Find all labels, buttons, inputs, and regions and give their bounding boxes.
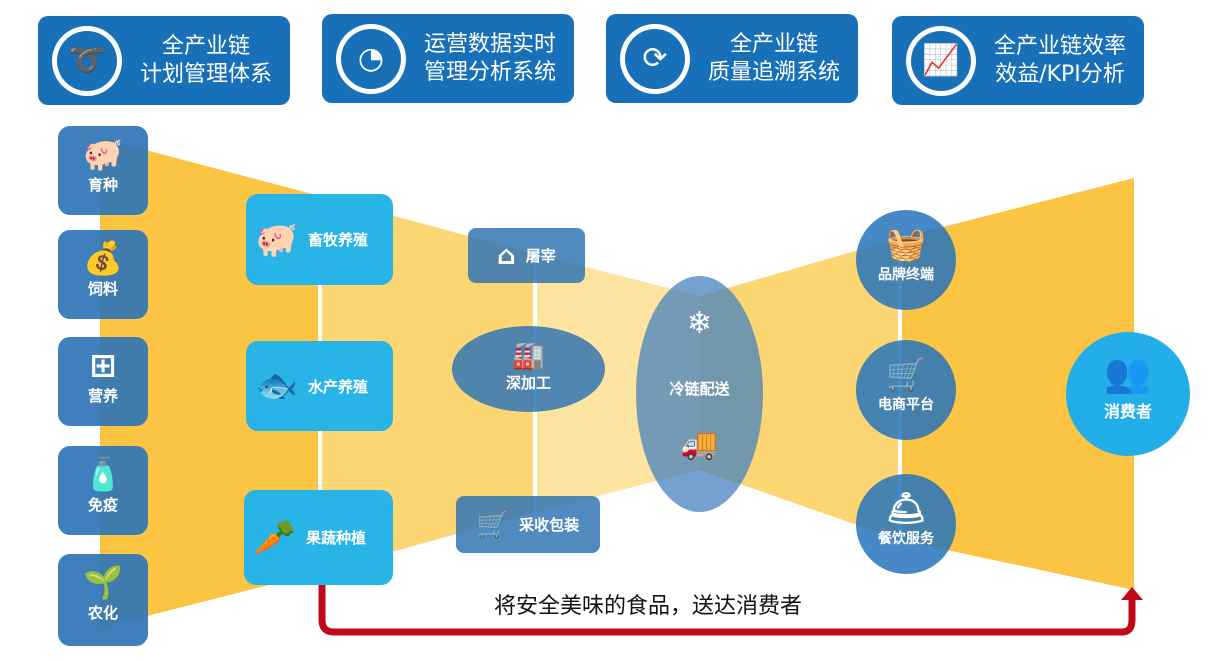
channel-ecommerce[interactable]: 🛒 电商平台 <box>856 340 956 440</box>
harvest-cart-icon: 🛒 <box>476 509 510 540</box>
panel-line1: 全产业链效率 <box>993 33 1126 59</box>
processing-label: 深加工 <box>505 374 551 392</box>
food-cloche-icon: 🛎 <box>885 489 927 527</box>
factory-icon: 🏭 <box>512 341 545 371</box>
production-label: 畜牧养殖 <box>308 231 369 249</box>
truck-icon: 🚚 <box>680 427 719 462</box>
pigs-icon: 🐖 <box>83 135 123 173</box>
vaccine-bottle-icon: 🧴 <box>83 455 123 493</box>
channel-label: 品牌终端 <box>878 267 934 283</box>
input-feed[interactable]: 💰 饲料 <box>58 230 148 319</box>
speedometer-icon: ◔ <box>341 28 401 89</box>
panel-line2: 质量追溯系统 <box>707 59 840 85</box>
production-label: 水产养殖 <box>308 377 369 396</box>
input-label: 农化 <box>87 604 118 622</box>
consumer-label: 消费者 <box>1103 402 1152 421</box>
panel-line2: 计划管理体系 <box>139 61 272 87</box>
input-agrochem[interactable]: 🌱 农化 <box>58 554 148 646</box>
fertilizer-bag-icon: 🌱 <box>83 563 123 601</box>
processing-slaughter[interactable]: ⌂ 屠宰 <box>468 228 585 283</box>
production-livestock[interactable]: 🐖 畜牧养殖 <box>246 194 393 285</box>
slaughterhouse-icon: ⌂ <box>497 240 516 271</box>
top-panel-ops[interactable]: ◔ 运营数据实时管理分析系统 <box>322 14 574 103</box>
channel-brand[interactable]: 🧺 品牌终端 <box>856 210 956 310</box>
fish-icon: 🐟 <box>255 366 299 406</box>
snowflake-icon: ❄ <box>686 306 713 341</box>
input-label: 免疫 <box>87 496 118 514</box>
top-panel-plan[interactable]: ➰ 全产业链计划管理体系 <box>38 16 290 105</box>
cycle-arrows-icon: ⟳ <box>625 28 685 89</box>
input-label: 营养 <box>87 387 118 405</box>
production-produce[interactable]: 🥕 果蔬种植 <box>244 490 393 585</box>
input-label: 育种 <box>87 176 118 194</box>
processing-label: 屠宰 <box>525 247 556 265</box>
input-immunity[interactable]: 🧴 免疫 <box>58 446 148 535</box>
top-panel-kpi[interactable]: 📈 全产业链效率效益/KPI分析 <box>892 16 1144 105</box>
consumer-circle[interactable]: 👥 消费者 <box>1066 332 1190 456</box>
chain-arrow-icon: ➰ <box>57 30 117 91</box>
input-label: 饲料 <box>87 280 118 298</box>
panel-line1: 运营数据实时 <box>423 31 556 57</box>
production-label: 果蔬种植 <box>306 529 367 547</box>
logistics-label: 冷链配送 <box>669 380 730 398</box>
channel-label: 餐饮服务 <box>878 531 934 547</box>
production-aquaculture[interactable]: 🐟 水产养殖 <box>246 341 393 431</box>
delivery-arrow <box>318 585 1136 636</box>
carrot-icon: 🥕 <box>253 517 297 558</box>
arrow-head <box>1121 587 1143 600</box>
processing-harvest[interactable]: 🛒 采收包装 <box>456 496 600 553</box>
nutrition-bottle-icon: ⊞ <box>89 346 117 384</box>
top-panel-trace[interactable]: ⟳ 全产业链质量追溯系统 <box>606 14 858 103</box>
funnel-band-production <box>320 196 535 572</box>
processing-label: 采收包装 <box>519 516 580 534</box>
basket-icon: 🧺 <box>886 225 926 263</box>
panel-line2: 管理分析系统 <box>423 59 556 85</box>
chart-monitor-icon: 📈 <box>911 30 971 91</box>
panel-line1: 全产业链 <box>729 31 818 57</box>
slogan-text: 将安全美味的食品，送达消费者 <box>494 594 803 619</box>
panel-line2: 效益/KPI分析 <box>995 61 1125 87</box>
panel-line1: 全产业链 <box>161 33 250 59</box>
channel-label: 电商平台 <box>878 397 934 413</box>
processing-deep[interactable]: 🏭 深加工 <box>452 326 605 412</box>
input-nutrition[interactable]: ⊞ 营养 <box>58 337 148 426</box>
pig-icon: 🐖 <box>255 219 299 260</box>
input-breeding[interactable]: 🐖 育种 <box>58 126 148 215</box>
funnel-band-channels <box>900 178 1134 590</box>
people-icon: 👥 <box>1104 351 1152 395</box>
channel-catering[interactable]: 🛎 餐饮服务 <box>856 474 956 574</box>
feed-bag-icon: 💰 <box>83 239 123 277</box>
ecommerce-cart-icon: 🛒 <box>886 355 926 393</box>
logistics-cold-chain[interactable]: ❄ 冷链配送 🚚 <box>636 276 763 512</box>
